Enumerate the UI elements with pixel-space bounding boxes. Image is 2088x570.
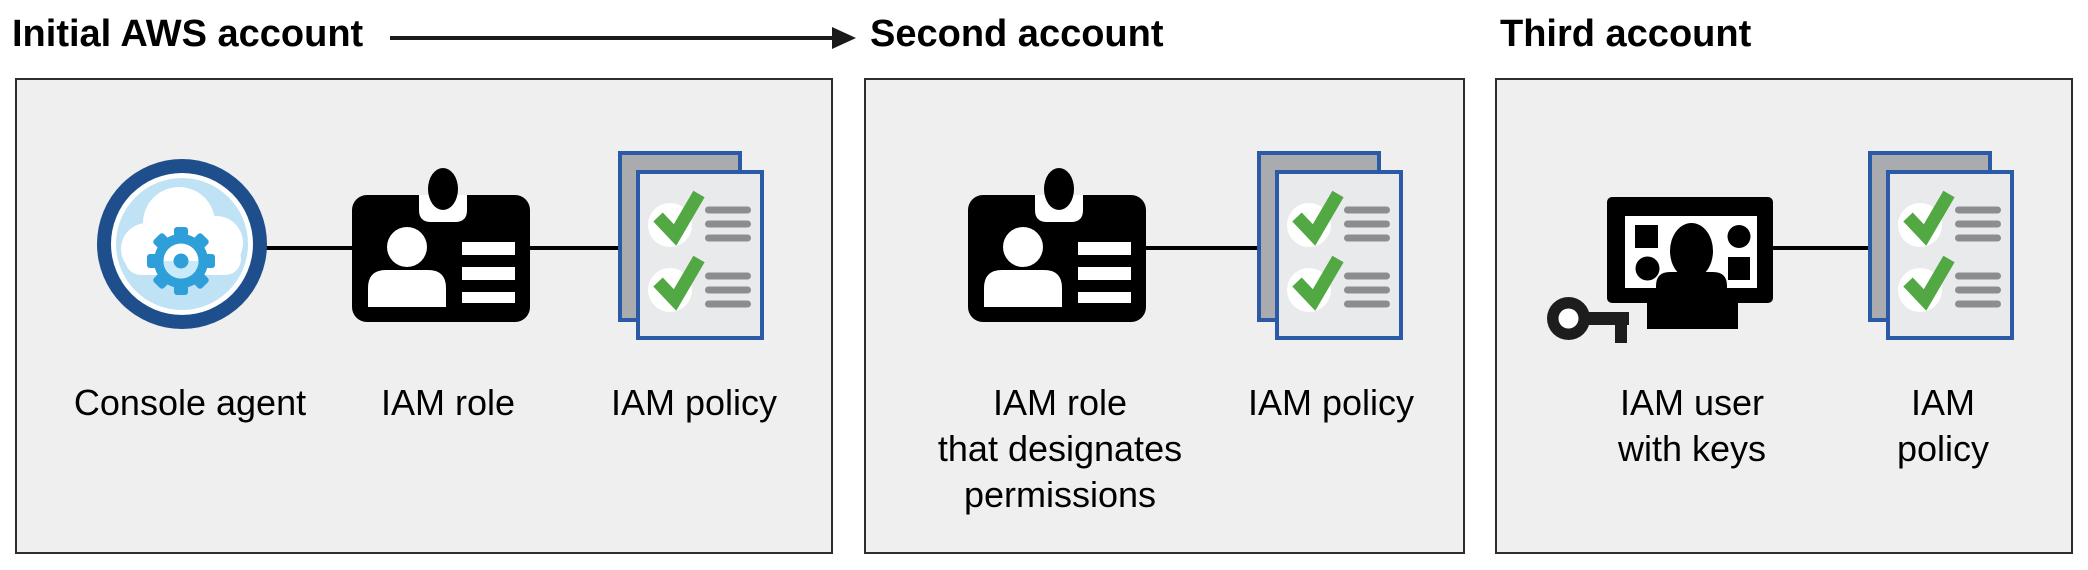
iam-role-icon (352, 168, 530, 322)
console-agent-icon (97, 159, 267, 329)
iam-policy-label: IAM policy (610, 382, 778, 423)
title-third-account: Third account (1500, 13, 1752, 55)
iam-policy-icon (1868, 151, 2014, 340)
iam-role-icon (968, 168, 1146, 322)
iam-role-label: IAM role (380, 382, 516, 423)
iam-policy-icon (618, 151, 764, 340)
title-initial-aws-account: Initial AWS account (12, 13, 364, 55)
gear-icon (147, 227, 215, 295)
iam-user-with-keys-icon (1547, 197, 1773, 343)
iam-user-with-keys-label: IAM user with keys (1617, 382, 1767, 469)
console-agent-label: Console agent (73, 382, 307, 423)
iam-policy-label: IAM policy (1247, 382, 1415, 423)
connector-user-to-policy (1771, 246, 1871, 250)
key-icon (1547, 297, 1629, 343)
flow-arrow-head-icon (832, 27, 856, 49)
title-second-account: Second account (870, 13, 1164, 55)
iam-policy-icon (1257, 151, 1403, 340)
connector-role-to-policy (1144, 246, 1260, 250)
connector-agent-to-role (265, 246, 353, 250)
connector-role-to-policy (528, 246, 622, 250)
iam-policy-label: IAM policy (1896, 382, 1990, 469)
iam-role-designates-permissions-label: IAM role that designates permissions (937, 382, 1183, 515)
flow-arrow-line (390, 36, 832, 40)
